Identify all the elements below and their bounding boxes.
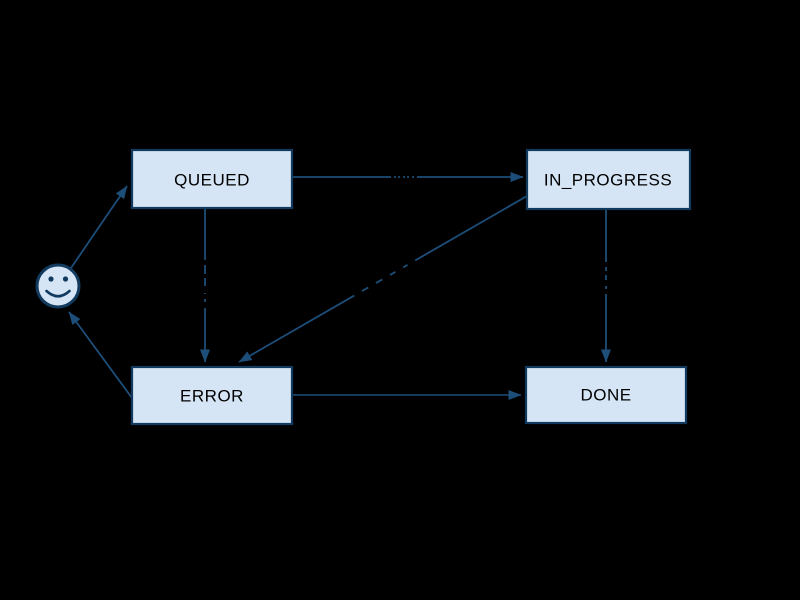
illegible-label-ink-in-progress-to-error [352,257,417,298]
node-done-box [524,365,688,425]
node-in-progress-box [525,148,692,211]
edge-error-to-actor [68,311,133,399]
smiley-face-icon [35,263,81,309]
node-queued: QUEUED [130,148,294,210]
illegible-label-ink-queued-to-in-progress [391,172,417,181]
illegible-label-ink-in-progress-to-done [601,262,612,294]
node-queued-label: QUEUED [174,170,250,189]
node-in-progress: IN_PROGRESS [525,148,692,211]
node-error-label: ERROR [180,386,244,405]
node-error: ERROR [130,365,294,426]
node-error-box [130,365,294,426]
node-queued-box [130,148,294,210]
illegible-label-ink-queued-to-error [199,260,211,308]
node-done: DONE [524,365,688,425]
edge-actor-to-queued [70,185,128,269]
node-in-progress-label: IN_PROGRESS [544,170,672,189]
node-done-label: DONE [580,385,631,404]
